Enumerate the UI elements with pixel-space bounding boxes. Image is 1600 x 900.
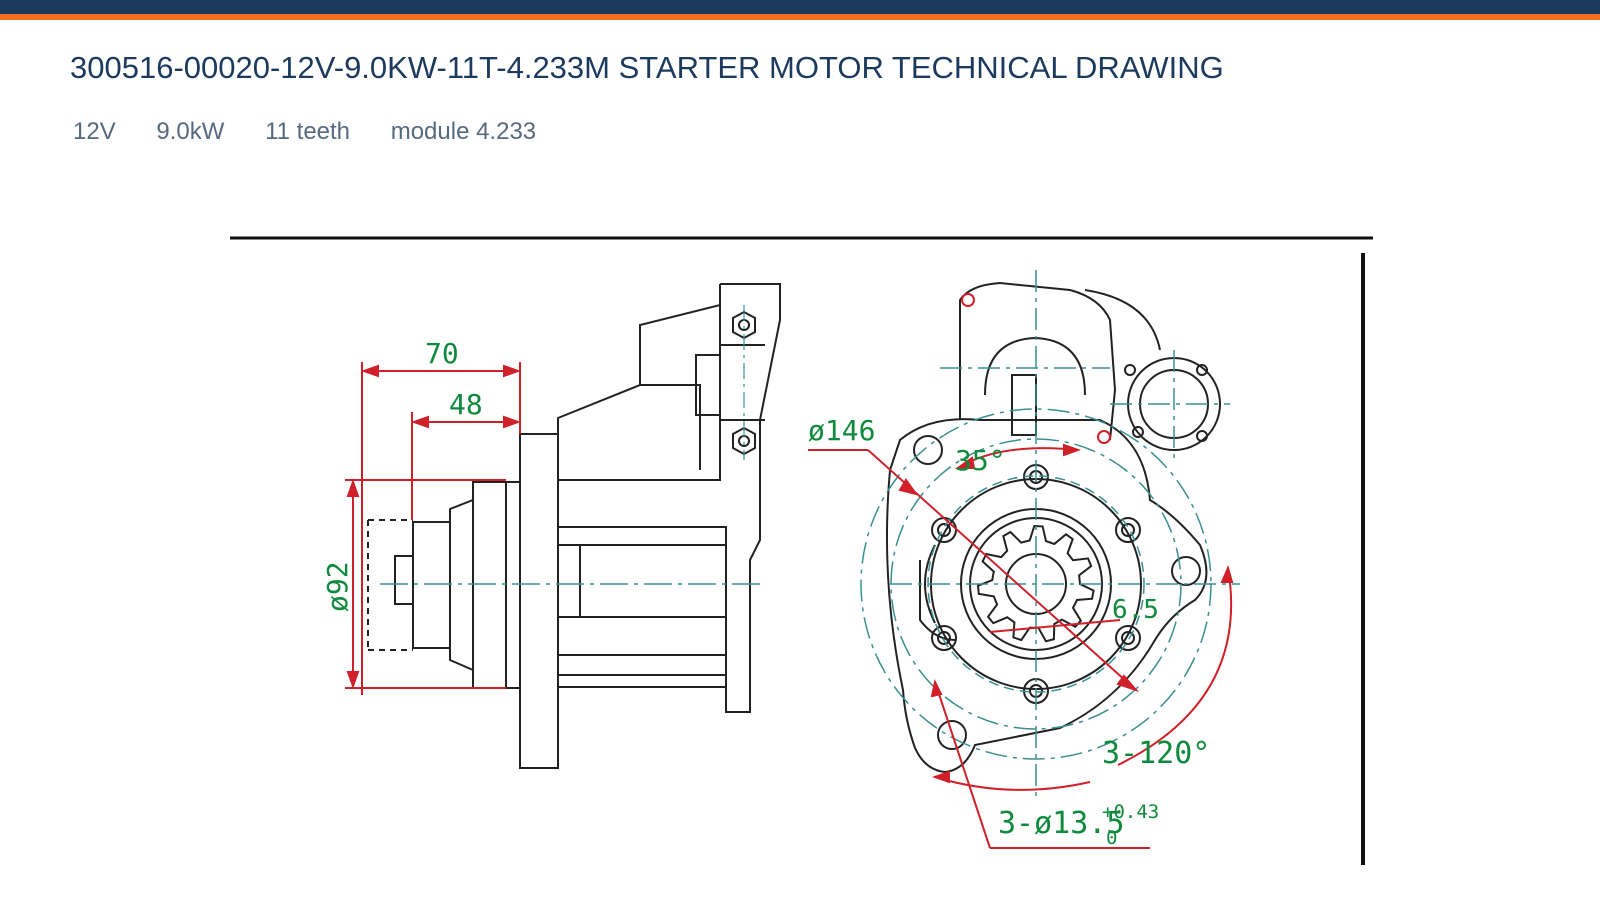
dimension-70: 70: [425, 337, 459, 370]
tolerance-lower: 0: [1106, 827, 1117, 849]
side-dimension-lines: [345, 362, 521, 695]
dimension-3-120: 3-120°: [1102, 736, 1210, 771]
tolerance-upper: +0.43: [1102, 801, 1159, 823]
spec-power: 9.0kW: [156, 118, 225, 145]
header-bar: [0, 0, 1600, 14]
spec-voltage: 12V: [73, 118, 116, 145]
spec-module: module 4.233: [390, 118, 537, 145]
end-view-dimension-lines: [808, 443, 1234, 849]
dimension-diameter-146: ø146: [808, 414, 875, 447]
dimension-angle-35: 35°: [955, 444, 1006, 477]
header-accent-stripe: [0, 14, 1600, 20]
spec-list: 12V 9.0kW 11 teeth module 4.233: [73, 118, 570, 146]
motor-side-view: [367, 283, 781, 769]
end-view-centerlines: [860, 270, 1240, 800]
spec-teeth: 11 teeth: [265, 118, 351, 145]
dimension-48: 48: [449, 388, 483, 421]
page-title: 300516-00020-12V-9.0KW-11T-4.233M STARTE…: [70, 50, 1224, 85]
dimension-diameter-92: ø92: [321, 561, 354, 612]
dimension-holes: 3-ø13.5: [998, 806, 1124, 841]
dimension-6-5: 6.5: [1112, 595, 1159, 625]
